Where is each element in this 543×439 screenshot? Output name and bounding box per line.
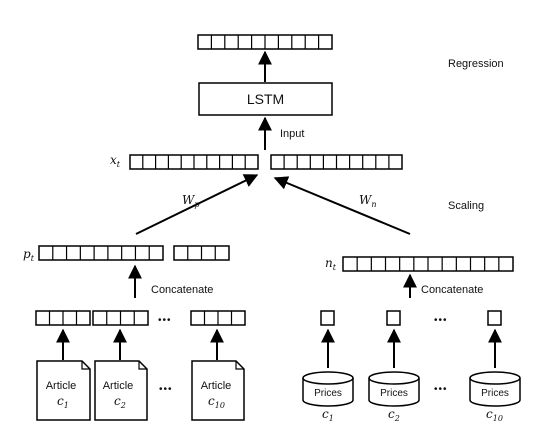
scaling-label: Scaling — [448, 200, 484, 212]
lstm-box: LSTM — [198, 82, 333, 116]
output-vector — [197, 34, 333, 50]
article-title-10: Article — [201, 380, 232, 392]
prices-database-1: Prices c1 — [302, 371, 354, 423]
wp-label: Wp — [182, 193, 199, 209]
nt-label: nt — [325, 256, 337, 272]
wn-arrow — [273, 176, 411, 235]
prices-database-10: Prices c10 — [469, 371, 521, 423]
prices-source-2: c2 — [388, 407, 400, 423]
wn-label: Wn — [359, 193, 377, 209]
xt-label: xt — [110, 153, 121, 169]
price-embedding-1 — [320, 310, 335, 326]
article-document-10: Article c10 — [191, 360, 245, 421]
pt-label: pt — [23, 247, 35, 263]
regression-label: Regression — [448, 58, 504, 70]
price-ellipsis-bottom: ••• — [434, 384, 448, 395]
article-source-1: c1 — [57, 394, 69, 410]
lstm-label: LSTM — [247, 91, 284, 107]
article-title-2: Article — [103, 380, 134, 392]
input-label: Input — [280, 128, 304, 140]
xt-vector — [129, 154, 403, 170]
prices-title-2: Prices — [380, 388, 408, 399]
svg-text:xt: xt — [110, 153, 121, 169]
prices-title-10: Prices — [481, 388, 509, 399]
nt-vector — [342, 256, 514, 272]
svg-text:Wn: Wn — [359, 193, 377, 209]
concat-left-label: Concatenate — [151, 284, 213, 296]
article-ellipsis-top: ••• — [158, 315, 172, 326]
price-embedding-10 — [487, 310, 502, 326]
svg-text:pt: pt — [23, 247, 35, 263]
wp-arrow — [135, 174, 259, 235]
article-ellipsis-bottom: ••• — [159, 384, 173, 395]
article-source-10: c10 — [208, 394, 225, 410]
article-source-2: c2 — [114, 394, 126, 410]
pt-vector — [38, 245, 230, 261]
price-embedding-2 — [386, 310, 401, 326]
prices-source-10: c10 — [486, 407, 503, 423]
svg-text:nt: nt — [325, 256, 337, 272]
concat-right-label: Concatenate — [421, 284, 483, 296]
prices-source-1: c1 — [322, 407, 334, 423]
article-title-1: Article — [46, 380, 77, 392]
article-document-1: Article c1 — [36, 360, 91, 421]
prices-title-1: Prices — [314, 388, 342, 399]
price-ellipsis-top: ••• — [434, 315, 448, 326]
svg-text:Wp: Wp — [182, 193, 199, 209]
prices-database-2: Prices c2 — [368, 371, 420, 423]
article-document-2: Article c2 — [94, 360, 148, 421]
